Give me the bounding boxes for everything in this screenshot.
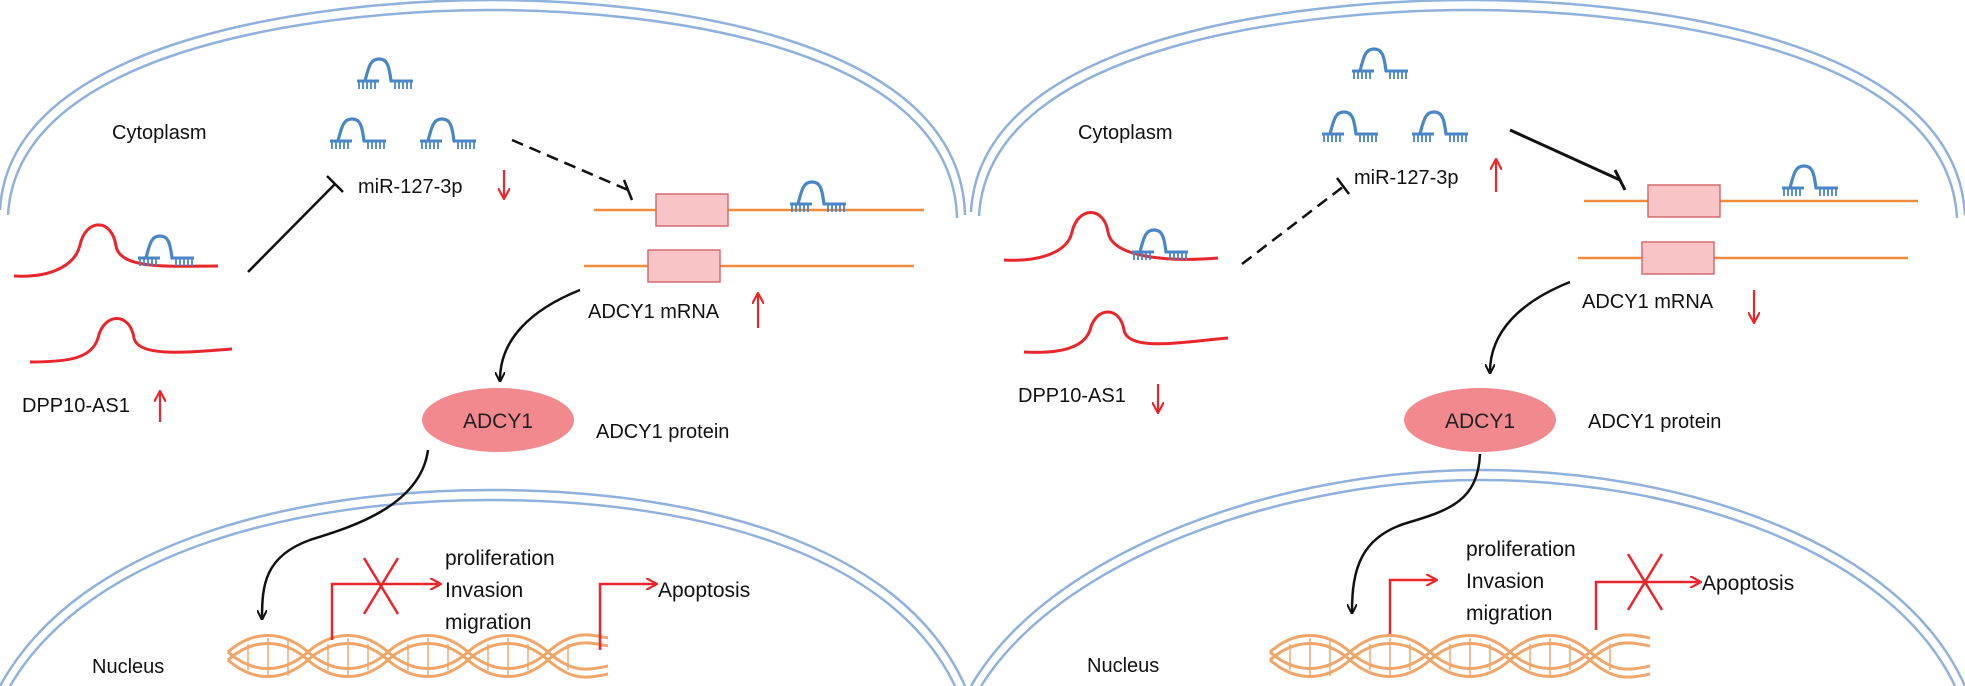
block-x-icon bbox=[1626, 553, 1664, 611]
adcy1-protein-node-label: ADCY1 bbox=[1445, 410, 1515, 433]
mirna-molecule bbox=[1350, 47, 1410, 81]
mirna-molecule bbox=[355, 57, 415, 91]
mrna-label: ADCY1 mRNA bbox=[588, 301, 720, 323]
adcy1-protein-node-label: ADCY1 bbox=[463, 410, 533, 433]
adcy1-mrna-strand bbox=[1578, 241, 1908, 275]
nuclear-entry-arrow bbox=[1352, 453, 1482, 612]
adcy1-mrna-strand bbox=[584, 249, 914, 283]
mirna-inhibits-mrna bbox=[511, 138, 634, 201]
protein-label: ADCY1 protein bbox=[596, 421, 729, 443]
dna-helix bbox=[226, 633, 610, 679]
nucleus-label: Nucleus bbox=[92, 656, 164, 678]
lncrna-free bbox=[1023, 310, 1229, 354]
outcome-label: migration bbox=[445, 611, 531, 634]
lncrna-sponging-mirna bbox=[1003, 211, 1219, 262]
outcome-label: Invasion bbox=[445, 579, 523, 602]
apoptosis-label: Apoptosis bbox=[658, 579, 750, 602]
mirna-molecule bbox=[1410, 110, 1470, 144]
nuclear-membrane bbox=[969, 468, 1965, 686]
lncrna-inhibits-mirna bbox=[247, 175, 344, 273]
lncrna-sponging-mirna bbox=[13, 223, 219, 278]
outcome-label: proliferation bbox=[1466, 538, 1576, 561]
lncrna-free bbox=[29, 317, 233, 364]
proliferation-pathway bbox=[330, 557, 440, 640]
translation-arrow bbox=[1490, 280, 1571, 372]
mirna-molecule bbox=[1320, 110, 1380, 144]
adcy1-mrna-strand bbox=[1584, 164, 1918, 218]
mirna-molecule bbox=[418, 117, 478, 151]
outcome-label: migration bbox=[1466, 602, 1552, 625]
apoptosis-pathway bbox=[598, 584, 656, 650]
nucleus-label: Nucleus bbox=[1087, 655, 1159, 677]
adcy1-protein-node bbox=[1404, 388, 1556, 452]
bound-mirna bbox=[788, 180, 848, 214]
cell-membrane bbox=[0, 0, 967, 219]
lncrna-label: DPP10-AS1 bbox=[22, 395, 130, 417]
mirna-cluster bbox=[1320, 47, 1470, 144]
cytoplasm-label: Cytoplasm bbox=[1078, 122, 1172, 144]
lncrna-inhibits-mirna bbox=[1241, 177, 1350, 265]
protein-label: ADCY1 protein bbox=[1588, 411, 1721, 433]
mrna-label: ADCY1 mRNA bbox=[1582, 291, 1714, 313]
mirna-label: miR-127-3p bbox=[358, 176, 462, 198]
apoptosis-label: Apoptosis bbox=[1702, 572, 1794, 595]
lncrna-label: DPP10-AS1 bbox=[1018, 385, 1126, 407]
mirna-label: miR-127-3p bbox=[1354, 167, 1458, 189]
outcome-label: proliferation bbox=[445, 547, 555, 570]
cell-membrane bbox=[969, 0, 1965, 219]
mirna-cluster bbox=[328, 57, 478, 151]
block-x-icon bbox=[362, 557, 400, 615]
panel-right: Cytoplasm Nucleus miR-127-3p DPP10-AS1 bbox=[969, 0, 1965, 686]
proliferation-pathway bbox=[1388, 580, 1436, 634]
panel-left: Cytoplasm Nucleus miR-127-3p DPP10-AS1 bbox=[0, 0, 967, 686]
outcome-label: Invasion bbox=[1466, 570, 1544, 593]
nuclear-entry-arrow bbox=[262, 449, 430, 618]
mirna-inhibits-mrna bbox=[1509, 128, 1627, 191]
bound-mirna bbox=[136, 234, 196, 268]
bound-mirna bbox=[1780, 164, 1840, 198]
dna-helix bbox=[1268, 633, 1652, 679]
adcy1-protein-node bbox=[422, 388, 574, 452]
mirna-molecule bbox=[328, 117, 388, 151]
apoptosis-pathway bbox=[1594, 553, 1700, 630]
cytoplasm-label: Cytoplasm bbox=[112, 122, 206, 144]
translation-arrow bbox=[500, 288, 581, 380]
adcy1-mrna-strand bbox=[594, 180, 924, 227]
nuclear-membrane bbox=[0, 488, 967, 686]
